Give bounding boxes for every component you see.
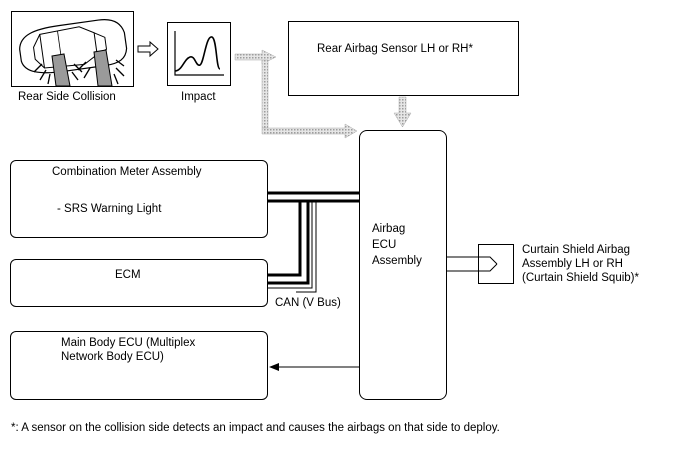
main-body-ecu-label: Main Body ECU (Multiplex Network Body EC…: [61, 337, 196, 363]
footnote: *: A sensor on the collision side detect…: [11, 422, 500, 434]
impact-graph-box: [167, 22, 231, 86]
collision-image-box: [11, 11, 134, 87]
combination-meter-box: [10, 160, 268, 238]
curtain-shield-airbag-box: [478, 244, 514, 284]
airbag-ecu-box: [359, 130, 447, 400]
rear-airbag-sensor-box: [288, 21, 519, 96]
impact-label: Impact: [181, 91, 216, 103]
ecu-to-main-body-arrow: [269, 363, 359, 371]
sensor-to-ecu-arrow: [393, 96, 412, 128]
collision-to-impact-arrow: [137, 40, 159, 58]
can-bus-lines: [268, 191, 359, 285]
srs-warning-light-label: - SRS Warning Light: [57, 203, 162, 215]
collision-label: Rear Side Collision: [18, 91, 116, 103]
combination-meter-title: Combination Meter Assembly: [52, 166, 202, 178]
impact-graph-icon: [174, 31, 224, 76]
can-bus-label: CAN (V Bus): [275, 297, 341, 309]
rear-airbag-sensor-label: Rear Airbag Sensor LH or RH*: [317, 43, 473, 55]
airbag-ecu-label: Airbag ECU Assembly: [372, 223, 422, 267]
curtain-shield-airbag-label: Curtain Shield Airbag Assembly LH or RH …: [522, 244, 639, 284]
impact-signal-arrow: [234, 49, 277, 65]
ecm-label: ECM: [115, 269, 141, 281]
car-collision-icon: [19, 19, 128, 87]
ecm-box: [10, 259, 268, 307]
main-body-ecu-box: [10, 331, 268, 400]
